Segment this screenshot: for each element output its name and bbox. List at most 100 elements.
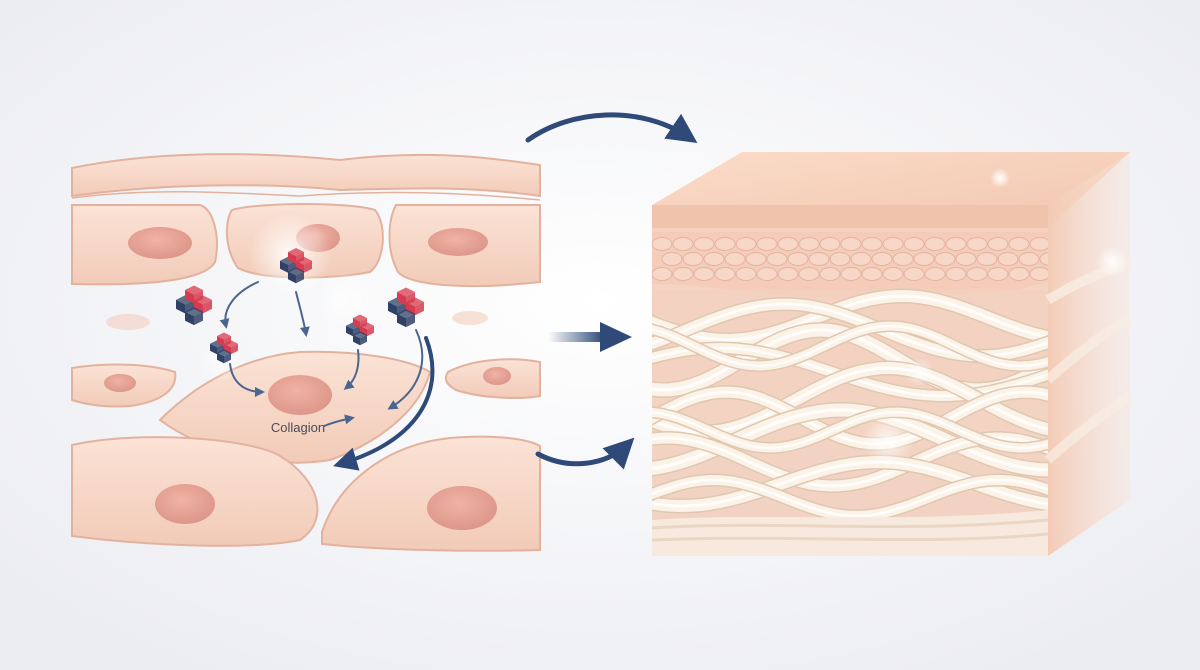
epidermis-cell xyxy=(976,252,998,266)
epidermis-cell xyxy=(955,252,977,266)
fiber xyxy=(1044,313,1133,384)
epidermis-cell xyxy=(798,267,820,281)
epidermis-band xyxy=(71,153,541,198)
epidermis-cell xyxy=(987,237,1009,251)
curved-arrow-icon xyxy=(229,363,265,397)
epidermis-cell xyxy=(714,267,736,281)
epidermis-cell xyxy=(840,237,862,251)
curved-arrow-icon xyxy=(535,437,635,470)
epidermis-cell xyxy=(1008,237,1030,251)
nucleus xyxy=(428,228,488,256)
sparkle xyxy=(317,272,373,328)
epidermis-cell xyxy=(756,267,778,281)
collagen-fibers xyxy=(652,288,1048,523)
curved-arrow-icon xyxy=(219,281,259,329)
epidermis-cell xyxy=(766,252,788,266)
epidermis-cell xyxy=(945,267,967,281)
straight-arrow-shaft xyxy=(548,332,604,342)
epidermis-cell xyxy=(819,267,841,281)
curved-arrow-icon xyxy=(343,349,360,390)
curved-arrow-icon xyxy=(323,414,355,427)
epidermis-cell xyxy=(808,252,830,266)
epidermis-cell xyxy=(924,267,946,281)
epidermis-cell xyxy=(924,237,946,251)
peptide-molecule-icon xyxy=(388,287,424,328)
epidermis-cell xyxy=(934,252,956,266)
epidermis-cell xyxy=(1039,252,1048,266)
cube-side-face xyxy=(1048,152,1130,556)
epidermis-cell xyxy=(1029,267,1048,281)
arrow-head-icon xyxy=(600,322,632,352)
sparkle xyxy=(862,414,914,466)
epidermis-cell xyxy=(652,237,673,251)
epidermis-cell xyxy=(693,237,715,251)
fiber xyxy=(652,324,1048,368)
transition-arrows xyxy=(525,112,698,470)
epidermis-cell xyxy=(1008,267,1030,281)
nucleus xyxy=(128,227,192,259)
epidermis-cell xyxy=(661,252,683,266)
epidermis-cell xyxy=(903,237,925,251)
epidermis-cell xyxy=(903,267,925,281)
sparkle xyxy=(906,358,934,386)
nucleus xyxy=(268,375,332,415)
epidermis-cell xyxy=(735,267,757,281)
epidermis-cell xyxy=(693,267,715,281)
curved-arrow-icon xyxy=(525,112,698,144)
epidermis-cell xyxy=(819,237,841,251)
nucleus xyxy=(427,486,497,530)
epidermis-cell xyxy=(829,252,851,266)
epidermis-cell xyxy=(871,252,893,266)
sparkle xyxy=(990,168,1010,188)
epidermis-cell xyxy=(735,237,757,251)
epidermis-cell xyxy=(756,237,778,251)
epidermis-cell xyxy=(1029,237,1048,251)
epidermis-cell xyxy=(861,267,883,281)
epidermis-cell xyxy=(787,252,809,266)
curved-arrow-icon xyxy=(333,336,435,471)
fiber xyxy=(652,460,1048,508)
fiber xyxy=(652,518,1048,530)
nucleus xyxy=(483,367,511,385)
nucleus xyxy=(104,374,136,392)
cube-bottom-band xyxy=(652,510,1048,556)
faint-cell xyxy=(452,311,488,325)
internal-arrows xyxy=(219,281,424,427)
peptide-molecules xyxy=(176,248,424,364)
epidermis-cell xyxy=(882,237,904,251)
fiber xyxy=(652,410,1048,450)
peptide-molecule-icon xyxy=(346,314,374,346)
epidermis-cell xyxy=(703,252,725,266)
curved-arrow-icon xyxy=(295,291,310,337)
epidermis-cell xyxy=(913,252,935,266)
cube-top-edge xyxy=(652,205,1048,228)
skin-cube xyxy=(652,152,1133,556)
epidermis-cell xyxy=(777,267,799,281)
sparkle xyxy=(1096,246,1128,278)
peptide-molecule-icon xyxy=(280,248,312,284)
fiber xyxy=(1044,391,1133,464)
epidermis-cell xyxy=(682,252,704,266)
epidermis-cell xyxy=(945,237,967,251)
nucleus xyxy=(155,484,215,524)
fiber xyxy=(652,294,1048,342)
epidermis-cell xyxy=(672,267,694,281)
skin-cell-layer: Collagion xyxy=(71,153,541,552)
epidermis-cell xyxy=(966,267,988,281)
epidermis-cell xyxy=(745,252,767,266)
epidermis-cell xyxy=(714,237,736,251)
curved-arrow-icon xyxy=(387,329,424,410)
epidermis-cells xyxy=(652,237,1048,281)
collagen-label: Collagion xyxy=(271,420,325,435)
peptide-molecule-icon xyxy=(210,332,238,364)
epidermis-cell xyxy=(724,252,746,266)
epidermis-cell xyxy=(777,237,799,251)
fiber xyxy=(652,390,1048,446)
epidermis-cell xyxy=(652,267,673,281)
faint-cell xyxy=(106,314,150,330)
epidermis-cell xyxy=(840,267,862,281)
epidermis-cell xyxy=(672,237,694,251)
epidermis-cell xyxy=(1018,252,1040,266)
fiber xyxy=(652,478,1048,518)
